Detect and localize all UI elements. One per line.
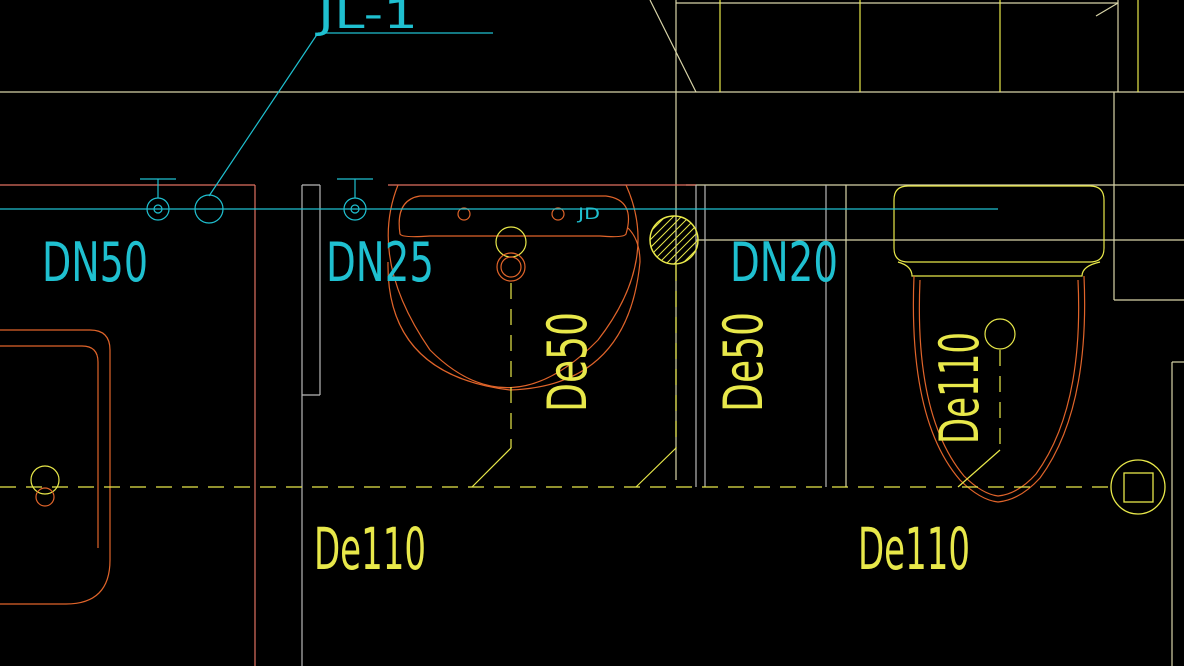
upper-cabinet bbox=[719, 0, 1139, 92]
walls bbox=[0, 184, 696, 666]
floor-drain-icon bbox=[1110, 459, 1166, 515]
tub-drain-icon bbox=[30, 465, 60, 495]
toilet-drain-label: De110 bbox=[928, 332, 991, 444]
wash-basin bbox=[387, 184, 641, 391]
riser-drain-label: De50 bbox=[712, 312, 775, 412]
toilet bbox=[893, 185, 1105, 503]
pipe-tag-jl1: JL-1 bbox=[314, 0, 418, 38]
basin-tag-label: JD bbox=[577, 204, 600, 223]
floor-drain-left-label: De110 bbox=[314, 515, 426, 583]
supply-riser-label: DN20 bbox=[730, 231, 838, 294]
supply-branch-label: DN25 bbox=[326, 231, 434, 294]
basin-drain-label: De50 bbox=[536, 312, 599, 412]
drainage-pipes bbox=[0, 265, 1110, 488]
bathtub-left bbox=[0, 329, 111, 605]
drainage-bends bbox=[471, 447, 1001, 488]
floor-drain-right-label: De110 bbox=[858, 515, 970, 583]
supply-main-label: DN50 bbox=[42, 231, 148, 294]
partition-lines bbox=[301, 184, 827, 666]
water-supply-pipes bbox=[0, 32, 998, 224]
riser-hatch-icon bbox=[649, 215, 699, 265]
